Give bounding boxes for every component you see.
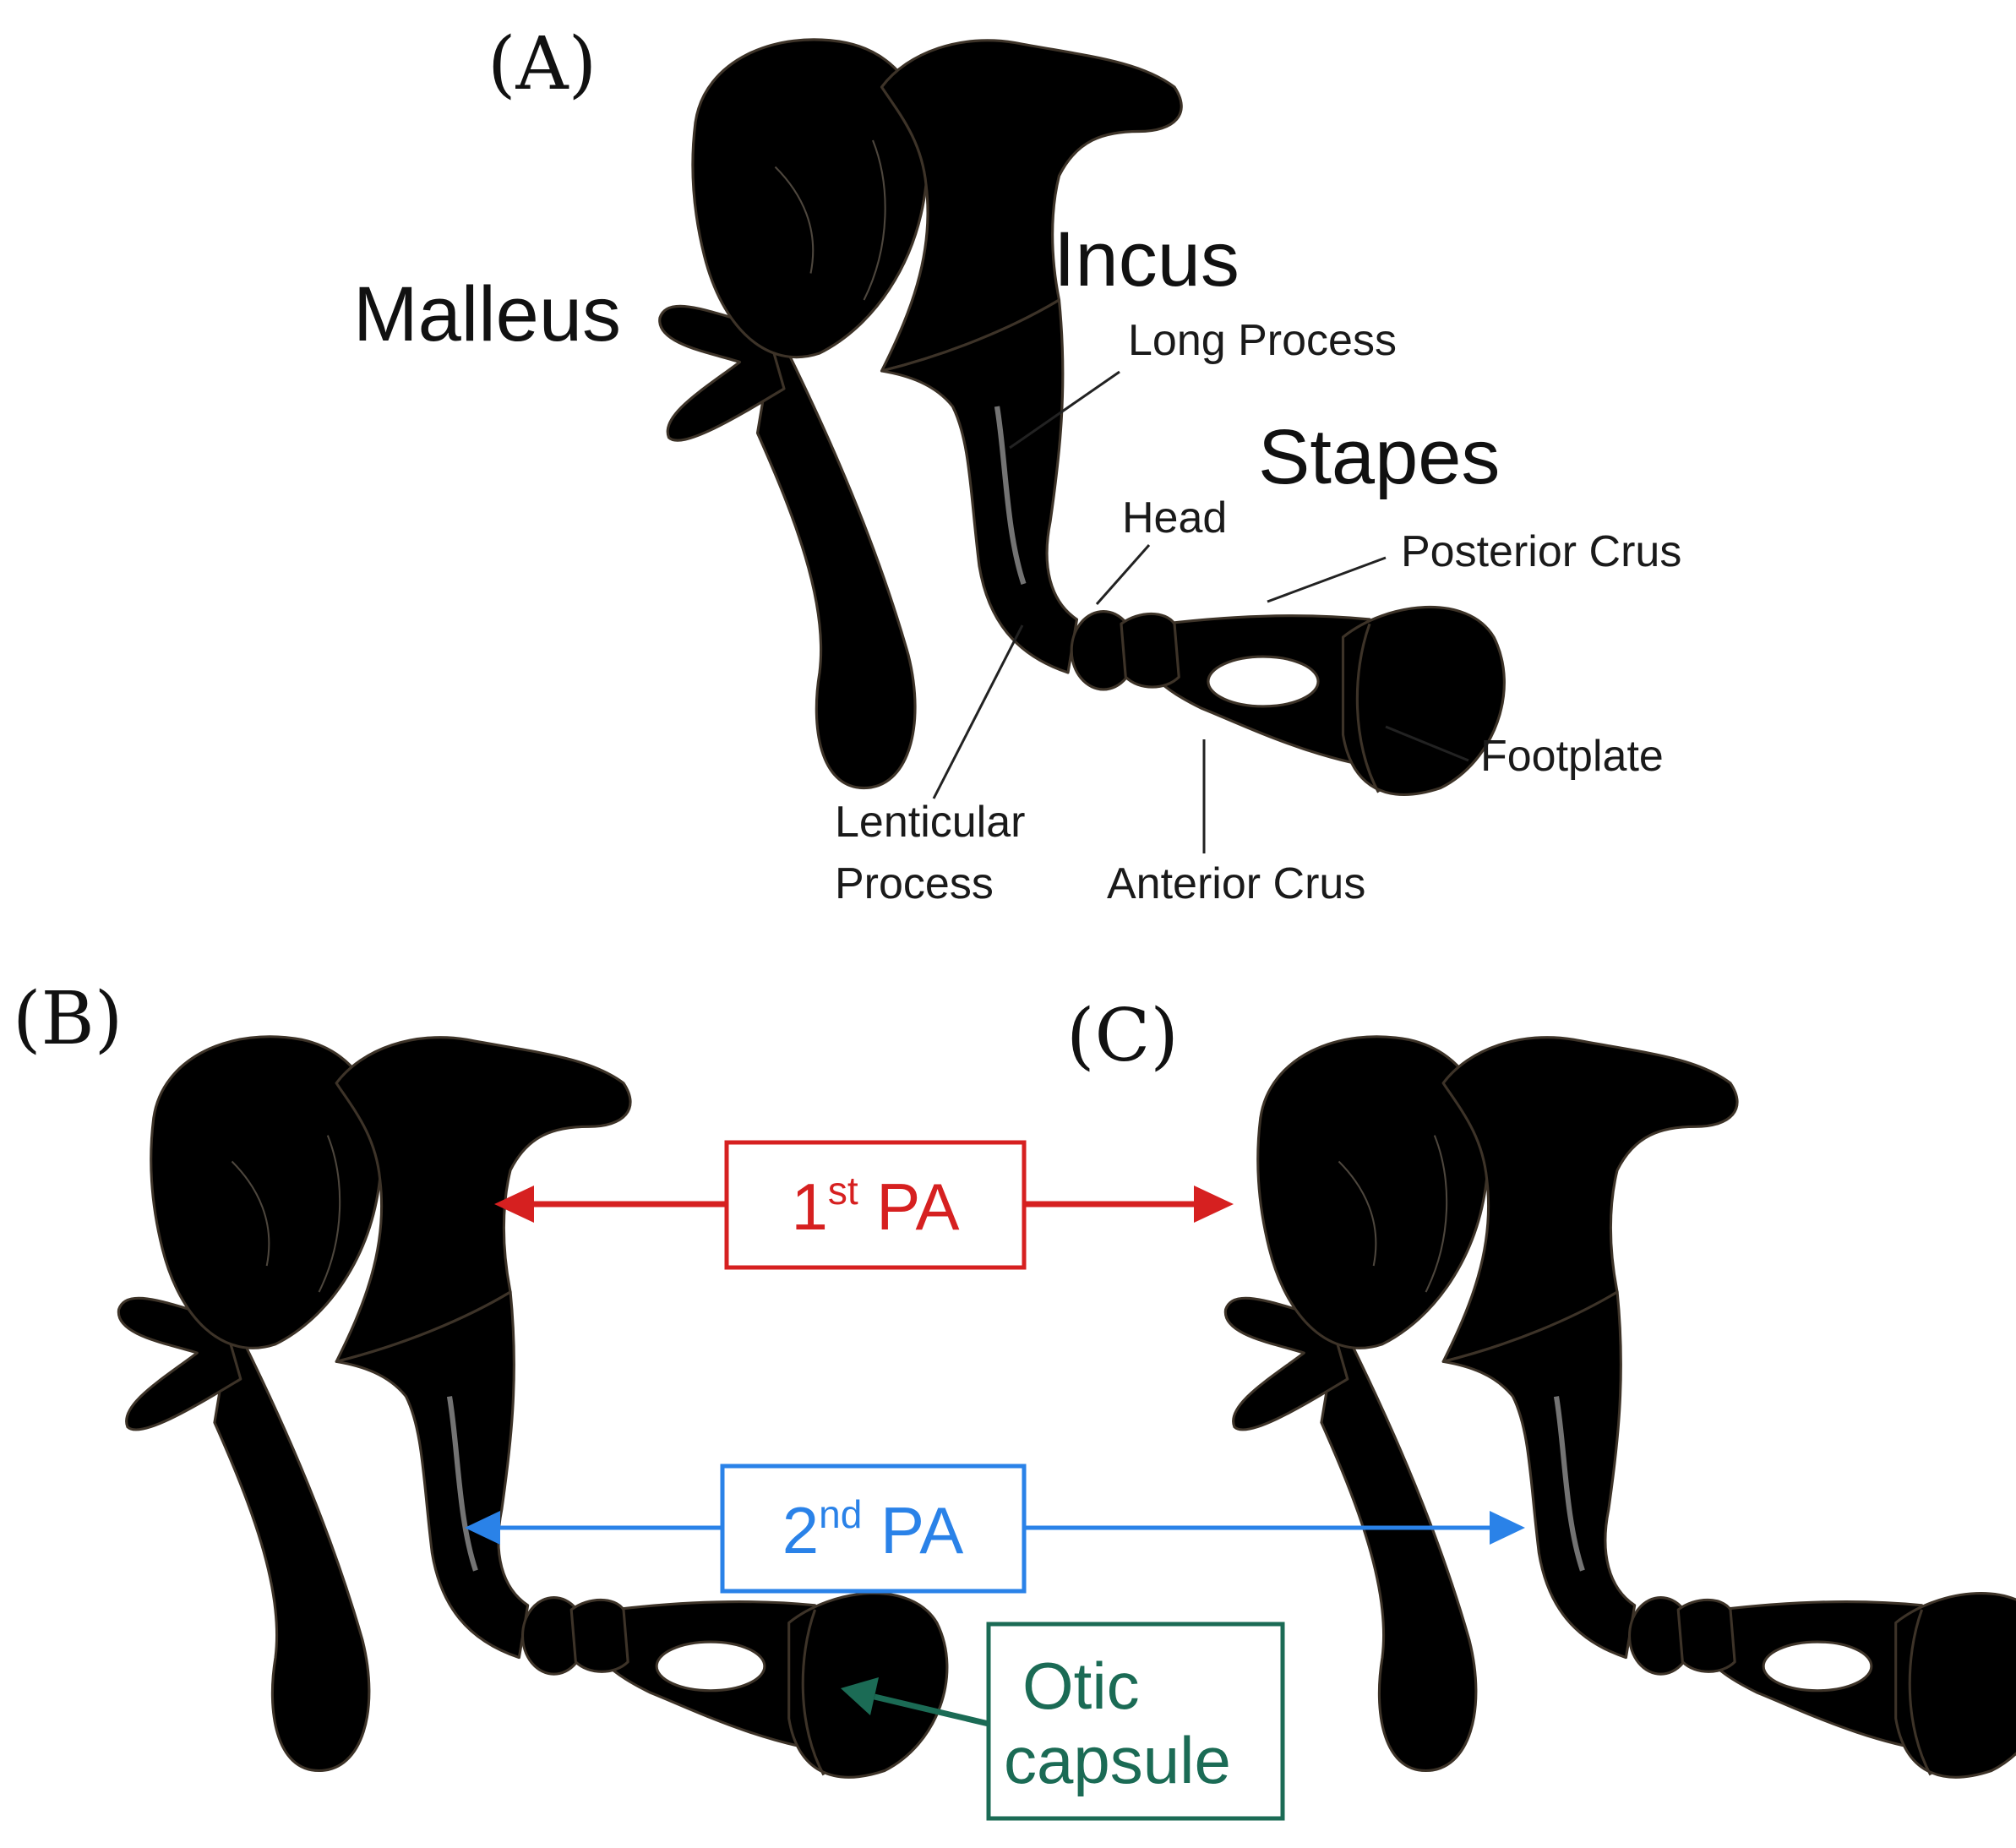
otic-capsule-box [986, 1622, 1285, 1821]
panel-a: (A) Malleus Incus Stapes Long Process He… [353, 22, 1681, 908]
otic-capsule-arrowhead [841, 1677, 879, 1715]
first-arch-annotation: 1st PA [494, 1140, 1234, 1270]
panel-a-label: (A) [488, 22, 597, 106]
footplate-label: Footplate [1480, 732, 1664, 781]
long-process-leader [1009, 370, 1120, 450]
lenticular-label-line2: Process [835, 859, 994, 908]
otic-capsule-annotation: Otic capsule [841, 1622, 1285, 1821]
first-arch-text: 1st PA [791, 1169, 959, 1244]
panel-b: (B) [13, 977, 947, 1777]
head-label: Head [1122, 493, 1227, 542]
incus-label: Incus [1054, 216, 1240, 303]
second-arch-text: 2nd PA [782, 1492, 964, 1567]
long-process-label: Long Process [1128, 316, 1397, 365]
second-arch-box [720, 1464, 1027, 1594]
first-arch-arrowhead-right [1194, 1186, 1234, 1223]
otic-capsule-arrow [874, 1693, 989, 1727]
panel-c-label: (C) [1066, 994, 1179, 1078]
panel-b-label: (B) [13, 977, 123, 1061]
second-arch-arrowhead-right [1490, 1511, 1525, 1545]
anterior-crus-label: Anterior Crus [1107, 859, 1365, 908]
lenticular-label-line1: Lenticular [835, 798, 1025, 847]
otic-capsule-text-line2: capsule [1004, 1723, 1231, 1797]
lenticular-leader [932, 624, 1024, 799]
ossicles-illustration-c [1225, 1037, 2016, 1777]
footplate-leader [1385, 725, 1469, 762]
posterior-crus-leader [1267, 556, 1387, 603]
malleus-label: Malleus [353, 271, 621, 357]
first-arch-box [724, 1140, 1027, 1270]
stapes-label: Stapes [1258, 414, 1500, 500]
posterior-crus-label: Posterior Crus [1401, 527, 1681, 576]
panel-c: (C) [1066, 994, 2016, 1777]
otic-capsule-text-line1: Otic [1022, 1649, 1140, 1723]
second-arch-arrowhead-left [465, 1511, 500, 1545]
first-arch-arrowhead-left [494, 1186, 534, 1223]
head-leader [1095, 544, 1151, 605]
second-arch-annotation: 2nd PA [465, 1464, 1525, 1594]
